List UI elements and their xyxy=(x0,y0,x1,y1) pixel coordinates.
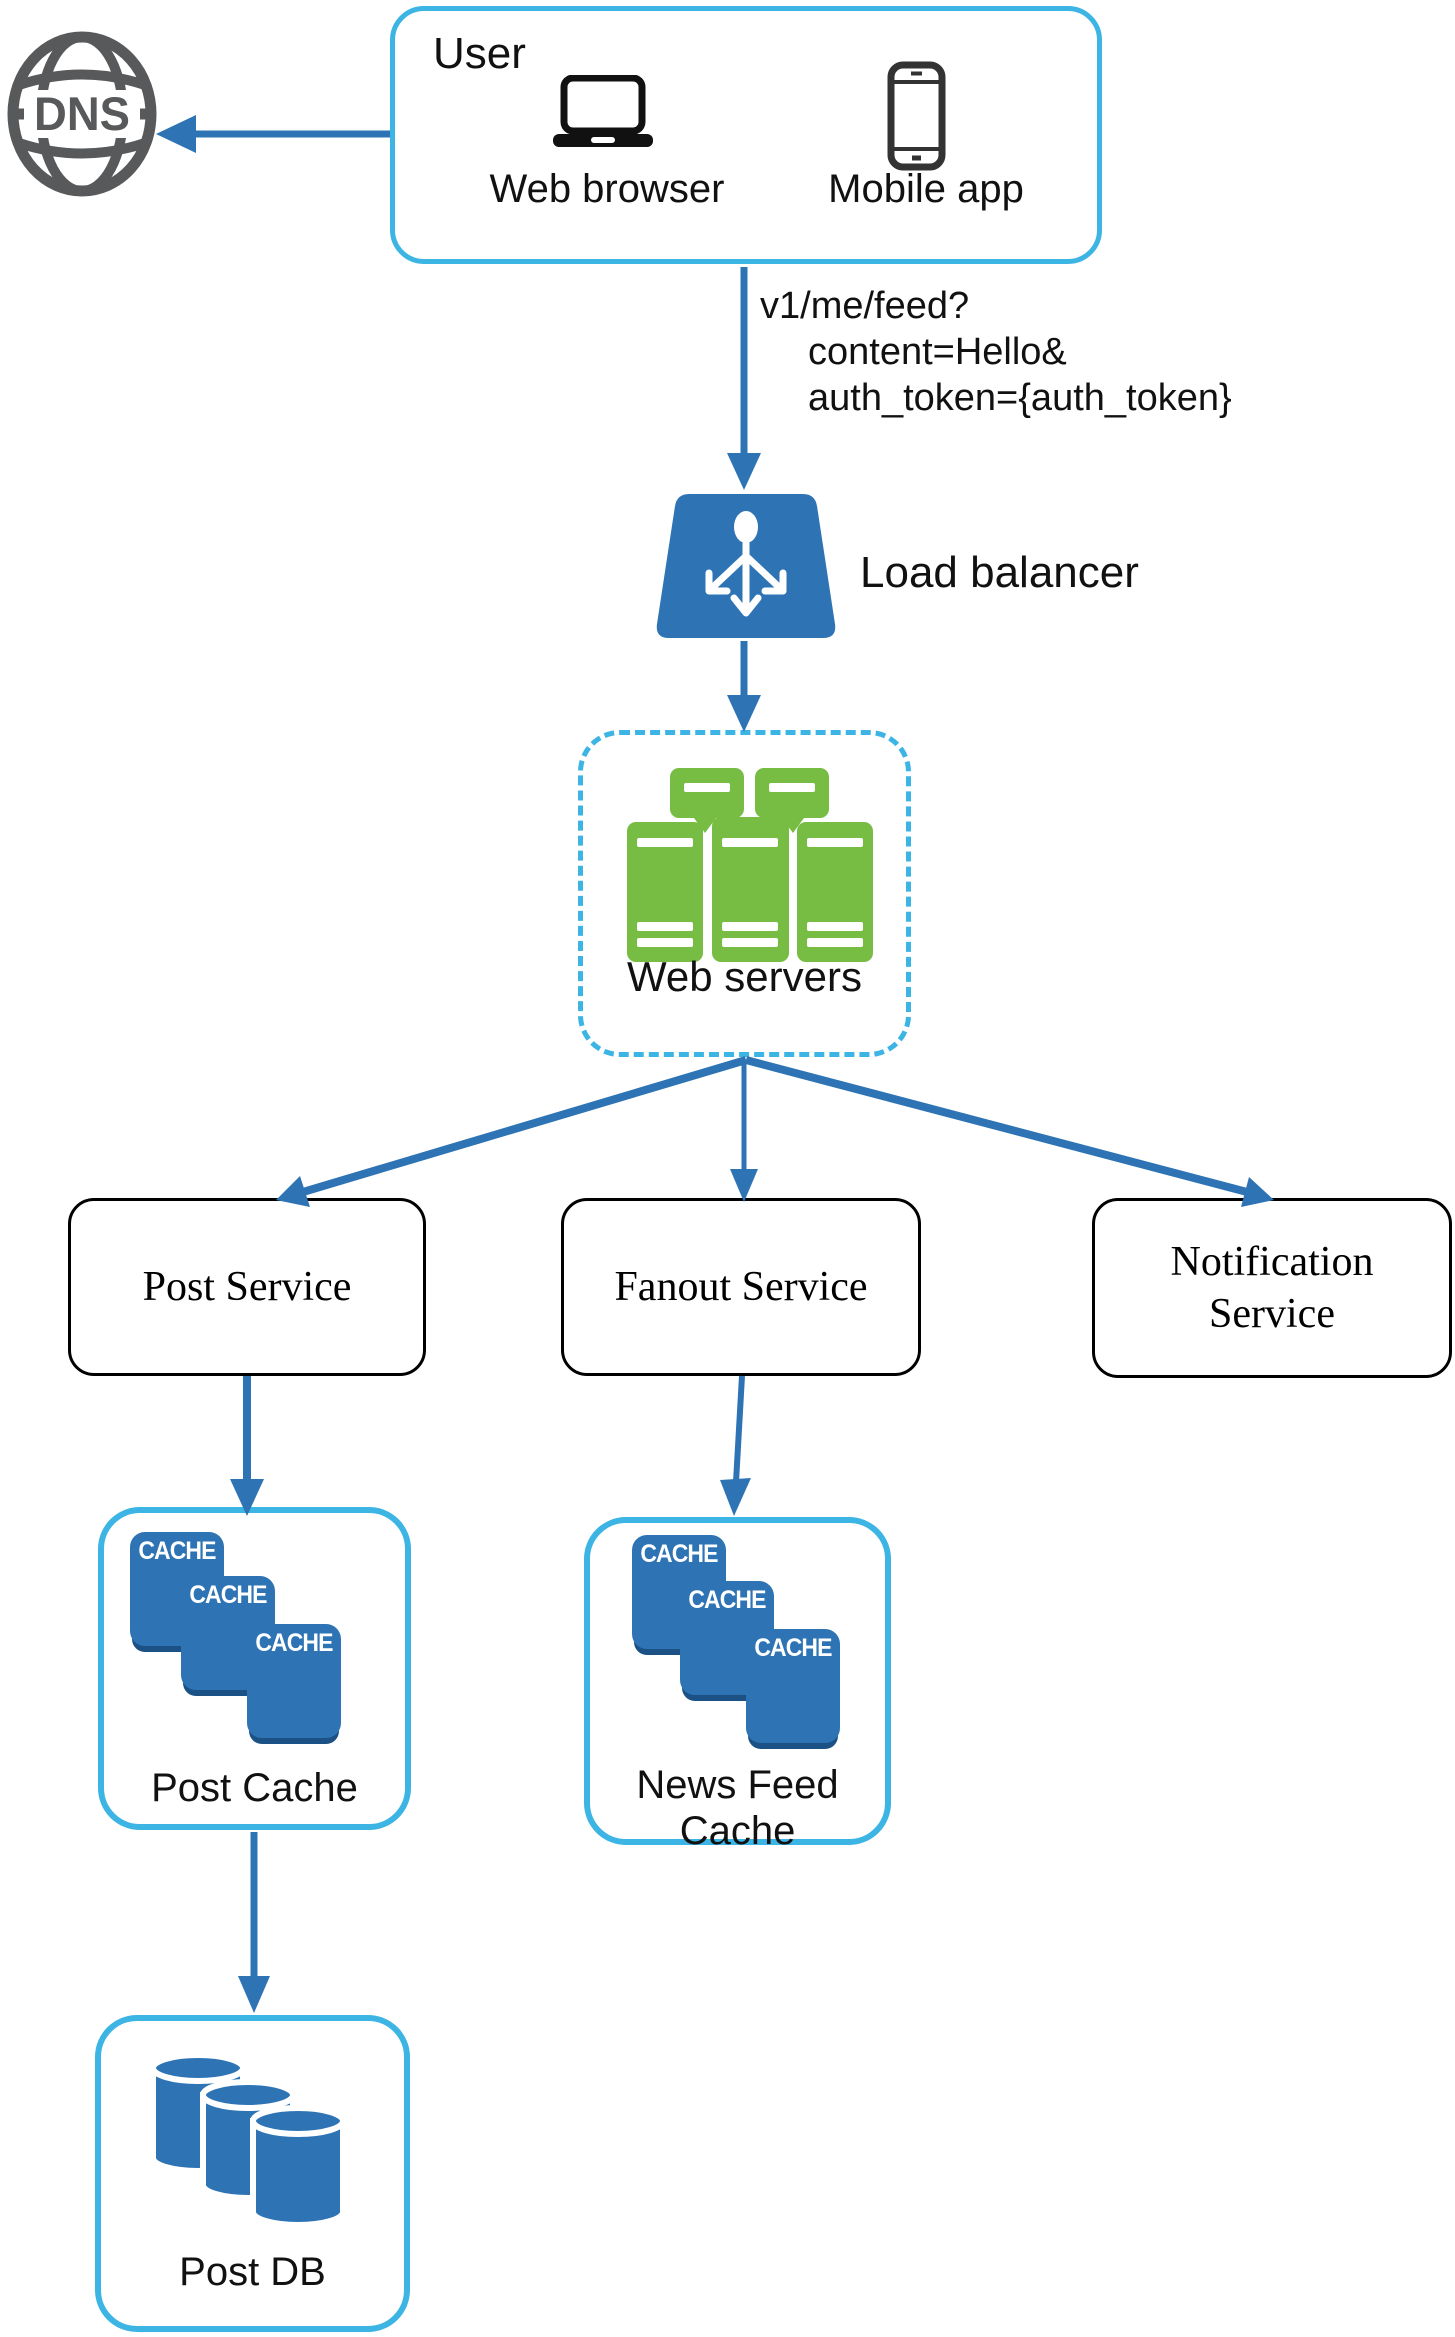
request-line-1: v1/me/feed? xyxy=(760,285,970,327)
web-servers-box: Web servers xyxy=(578,730,911,1057)
server-tower-back-left xyxy=(670,768,744,818)
arrow-web-servers-to-post-service xyxy=(276,1056,748,1207)
arrow-web-servers-to-notification-service xyxy=(744,1056,1274,1207)
arrow-fanout-service-to-news-feed-cache xyxy=(720,1375,751,1516)
server-tower-front-left xyxy=(627,822,703,962)
news-feed-cache-line1: News Feed xyxy=(636,1763,839,1807)
dns-globe-icon: DNS xyxy=(7,31,157,197)
post-cache-box: CACHE CACHE CACHE Post Cache xyxy=(98,1507,411,1830)
web-servers-label: Web servers xyxy=(627,953,862,1000)
smartphone-icon xyxy=(887,61,946,171)
arrow-load-balancer-to-web-servers xyxy=(727,641,761,732)
request-line-2: content=Hello& xyxy=(808,331,1067,373)
dns-label: DNS xyxy=(34,87,130,140)
news-feed-cache-label: News Feed Cache xyxy=(590,1762,885,1854)
post-db-box: Post DB xyxy=(95,2015,410,2332)
news-feed-cache-box: CACHE CACHE CACHE News Feed Cache xyxy=(584,1517,891,1853)
arrow-user-to-dns xyxy=(156,115,390,153)
fanout-service-label: Fanout Service xyxy=(614,1263,868,1310)
server-tower-front-middle xyxy=(712,817,789,962)
database-icon xyxy=(150,2052,346,2228)
web-browser-label: Web browser xyxy=(489,167,725,211)
cache-chip-label: CACHE xyxy=(189,1581,267,1609)
arrow-web-servers-to-fanout-service xyxy=(730,1060,758,1202)
arrow-post-cache-to-post-db xyxy=(238,1832,270,2013)
post-service-box: Post Service xyxy=(68,1198,426,1376)
cache-chip-label: CACHE xyxy=(255,1629,333,1657)
cache-chip: CACHE xyxy=(247,1624,341,1738)
load-balancer-icon xyxy=(656,494,836,638)
notification-service-label: Notification Service xyxy=(1170,1238,1374,1338)
arrow-post-service-to-post-cache xyxy=(230,1376,264,1516)
user-box-title: User xyxy=(433,29,526,78)
post-service-label: Post Service xyxy=(142,1263,352,1310)
user-box: User Web browser Mobile app xyxy=(390,6,1102,264)
cache-chip: CACHE xyxy=(746,1629,840,1743)
post-cache-label: Post Cache xyxy=(151,1766,358,1810)
arrow-user-to-load-balancer xyxy=(727,267,761,490)
request-line-3: auth_token={auth_token} xyxy=(808,377,1232,419)
news-feed-cache-line2: Cache xyxy=(679,1809,796,1853)
cache-chip-label: CACHE xyxy=(138,1537,216,1565)
fanout-service-box: Fanout Service xyxy=(561,1198,921,1376)
laptop-icon xyxy=(553,75,653,147)
server-tower-back-right xyxy=(755,768,829,818)
mobile-app-label: Mobile app xyxy=(828,167,1024,211)
request-label: v1/me/feed? content=Hello& auth_token={a… xyxy=(760,283,1232,421)
load-balancer-label: Load balancer xyxy=(860,548,1139,597)
notification-service-box: Notification Service xyxy=(1092,1198,1452,1378)
cache-chip-label: CACHE xyxy=(688,1586,766,1614)
cache-chip-label: CACHE xyxy=(640,1540,718,1568)
server-tower-front-right xyxy=(797,822,873,962)
cache-chip-label: CACHE xyxy=(754,1634,832,1662)
post-db-label: Post DB xyxy=(179,2250,326,2294)
